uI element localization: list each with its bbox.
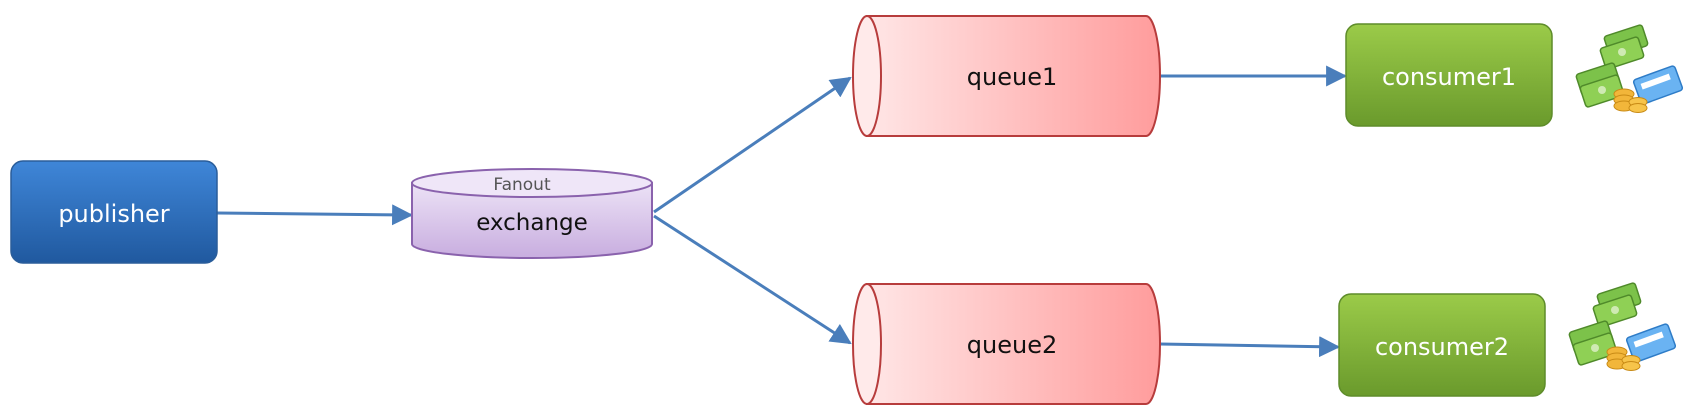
edge-exchange-queue2 xyxy=(653,214,852,345)
money-icon xyxy=(1567,281,1677,372)
edge-exchange-queue1 xyxy=(653,76,852,214)
queue1-label: queue1 xyxy=(967,63,1057,91)
consumer1-label: consumer1 xyxy=(1382,63,1516,91)
exchange-node: Fanout exchange xyxy=(411,168,653,259)
edge-queue2-consumer2 xyxy=(1159,336,1341,358)
consumer2-node: consumer2 xyxy=(1338,293,1546,397)
exchange-type-label: Fanout xyxy=(493,175,551,195)
edge-publisher-exchange xyxy=(216,204,414,226)
exchange-label: exchange xyxy=(476,210,588,236)
queue2-node: queue2 xyxy=(852,283,1161,405)
consumer1-node: consumer1 xyxy=(1345,23,1553,127)
queue2-label: queue2 xyxy=(967,331,1057,359)
money-icon xyxy=(1574,23,1684,114)
publisher-node: publisher xyxy=(10,160,218,264)
queue1-node: queue1 xyxy=(852,15,1161,137)
publisher-label: publisher xyxy=(58,200,169,228)
consumer2-label: consumer2 xyxy=(1375,333,1509,361)
